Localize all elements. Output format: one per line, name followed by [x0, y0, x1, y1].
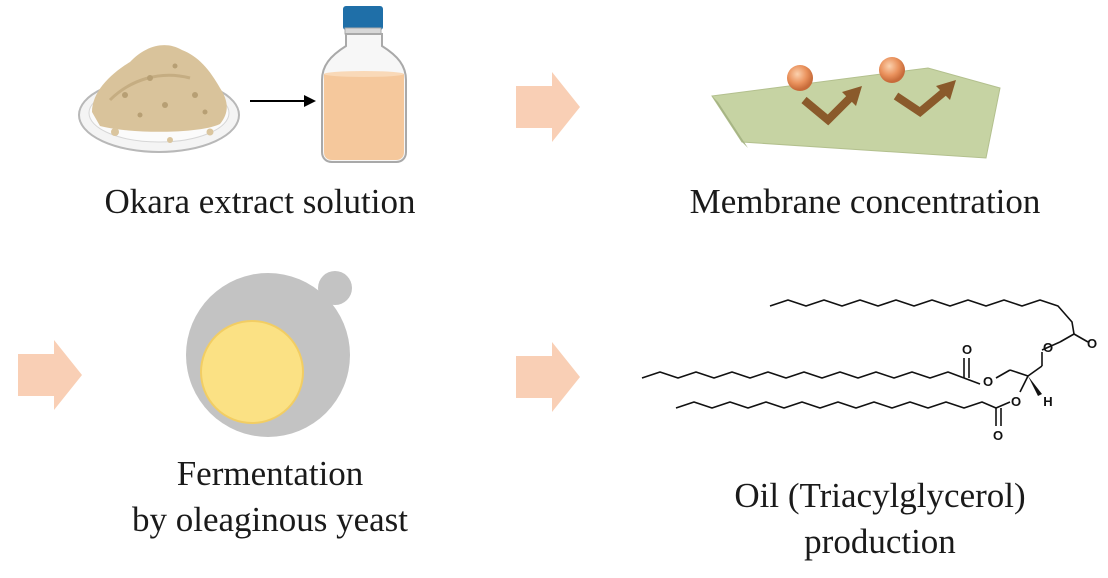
flow-arrow-top: [516, 72, 580, 142]
flow-arrow-bottom-right: [516, 342, 580, 412]
middle-fatty-acid-chain: [641, 371, 965, 379]
triacylglycerol-structure: O O O O O O H: [641, 299, 1097, 443]
membrane-caption: Membrane concentration: [689, 182, 1041, 221]
fermentation-caption-line2: by oleaginous yeast: [131, 500, 409, 539]
top-fatty-acid-chain: [769, 299, 1075, 335]
process-arrow-head: [304, 95, 316, 107]
oil-caption-line2: production: [804, 522, 956, 561]
particle-2: [879, 57, 905, 83]
okara-pile: [92, 45, 227, 132]
membrane-sheet: [711, 67, 1001, 159]
atom-o5: O: [1011, 394, 1021, 409]
flow-arrow-bottom-left: [18, 340, 82, 410]
atom-o1: O: [1087, 336, 1097, 351]
particle-1: [787, 65, 813, 91]
yeast-cell-illustration: [186, 271, 352, 437]
atom-o6: O: [993, 428, 1003, 443]
fermentation-caption-line1: Fermentation: [176, 454, 364, 493]
bottle-cap: [343, 6, 383, 30]
bottle-liquid: [324, 74, 404, 160]
atom-h: H: [1043, 394, 1052, 409]
membrane-arrow-1: [801, 95, 853, 126]
oil-caption-line1: Oil (Triacylglycerol): [734, 476, 1026, 515]
atom-o4: O: [983, 374, 993, 389]
bottom-fatty-acid-chain: [675, 401, 997, 409]
atom-o2: O: [1043, 340, 1053, 355]
yeast-bud: [318, 271, 352, 305]
atom-o3: O: [962, 342, 972, 357]
lipid-droplet: [200, 320, 304, 424]
okara-caption: Okara extract solution: [104, 182, 416, 221]
membrane-arrow-2: [893, 88, 947, 117]
membrane-illustration: [711, 57, 1001, 159]
okara-extract-illustration: [78, 6, 407, 163]
